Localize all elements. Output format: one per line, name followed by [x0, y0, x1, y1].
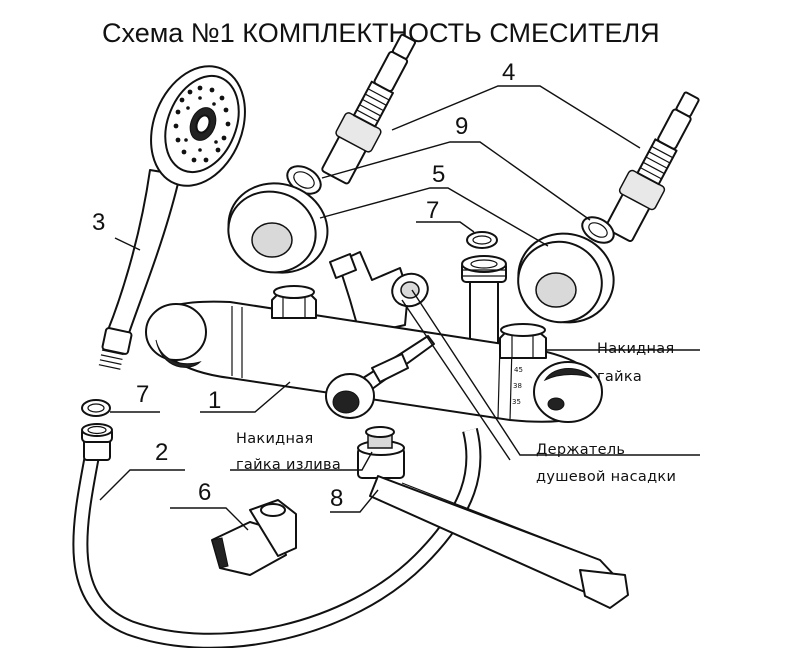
callout-3: 3 — [92, 209, 105, 236]
thermo-scale-45: 45 — [514, 366, 523, 374]
label-spout-nut-line2: гайка излива — [236, 457, 341, 473]
diagram-title: Схема №1 КОМПЛЕКТНОСТЬ СМЕСИТЕЛЯ — [102, 18, 660, 48]
union-nut-right — [499, 323, 547, 359]
shower-holder-upper — [329, 251, 429, 336]
gasket-upper — [466, 231, 498, 249]
callout-6: 6 — [198, 479, 211, 506]
diverter-handle — [325, 335, 435, 419]
decorative-cup-left — [227, 182, 329, 274]
label-holder-line2: душевой насадки — [536, 469, 676, 485]
thermo-scale-38: 38 — [513, 382, 522, 390]
callout-8: 8 — [330, 485, 343, 512]
decorative-cup-right — [517, 232, 615, 324]
callout-5: 5 — [432, 161, 445, 188]
label-spout-nut-line1: Накидная — [236, 431, 313, 447]
callout-4: 4 — [502, 59, 515, 86]
eccentric-right — [604, 91, 700, 243]
label-holder-line1: Держатель — [536, 442, 625, 458]
callout-7-upper: 7 — [426, 197, 439, 224]
thermo-scale-35: 35 — [512, 398, 521, 406]
label-union-nut-line1: Накидная — [597, 341, 674, 357]
union-nut-left — [271, 285, 317, 319]
shower-head — [98, 65, 246, 370]
callout-7-left: 7 — [136, 381, 149, 408]
spout — [357, 426, 629, 609]
callout-9: 9 — [455, 113, 468, 140]
callout-2: 2 — [155, 439, 168, 466]
eccentric-left — [321, 33, 417, 185]
callout-1: 1 — [208, 387, 221, 414]
gasket-eccentric-right — [581, 216, 615, 244]
wall-holder — [211, 499, 297, 576]
label-union-nut-line2: гайка — [597, 369, 642, 385]
leader-lines — [99, 85, 700, 531]
shower-outlet-pipe — [461, 255, 507, 347]
gasket-left — [81, 399, 111, 417]
